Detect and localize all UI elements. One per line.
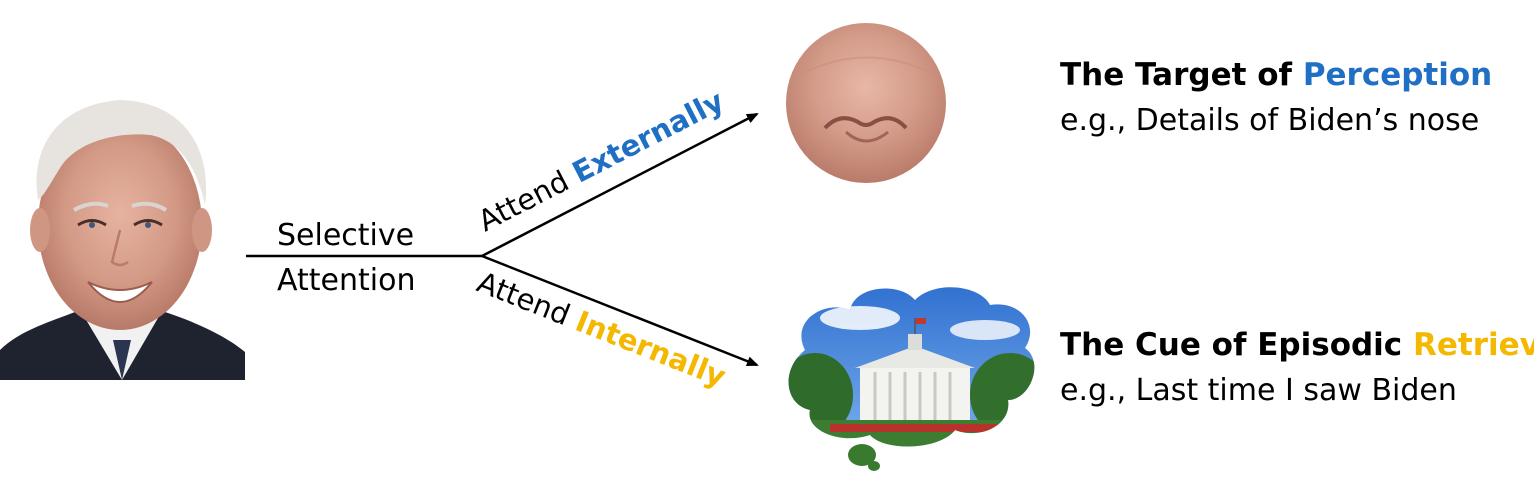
- retrieval-title-keyword: Retrieval: [1412, 327, 1534, 363]
- selective-label: Selective: [277, 218, 414, 253]
- attend-internally-label: Attend Internally: [472, 265, 730, 394]
- internal-arrow: [481, 254, 759, 367]
- attend-externally-label: Attend Externally: [473, 84, 730, 239]
- perception-text-block: The Target of Perception e.g., Details o…: [1060, 55, 1492, 141]
- perception-title-keyword: Perception: [1302, 57, 1493, 93]
- attend-externally-prefix: Attend: [473, 164, 575, 239]
- attend-internally-keyword: Internally: [571, 304, 731, 394]
- retrieval-text-block: The Cue of Episodic Retrieval e.g., Last…: [1060, 325, 1534, 411]
- perception-title: The Target of Perception: [1060, 55, 1492, 95]
- portrait-image: [0, 100, 245, 380]
- nose-image: [786, 23, 946, 183]
- attend-internally-prefix: Attend: [472, 265, 574, 332]
- retrieval-title-prefix: The Cue of Episodic: [1060, 327, 1403, 363]
- retrieval-title: The Cue of Episodic Retrieval: [1060, 325, 1534, 365]
- perception-example: e.g., Details of Biden’s nose: [1060, 103, 1480, 138]
- attention-label: Attention: [277, 263, 415, 298]
- memory-cloud-image: [788, 287, 1035, 471]
- retrieval-example: e.g., Last time I saw Biden: [1060, 373, 1457, 408]
- attend-externally-keyword: Externally: [567, 84, 730, 190]
- external-arrow: [481, 112, 759, 258]
- perception-title-prefix: The Target of: [1060, 57, 1293, 93]
